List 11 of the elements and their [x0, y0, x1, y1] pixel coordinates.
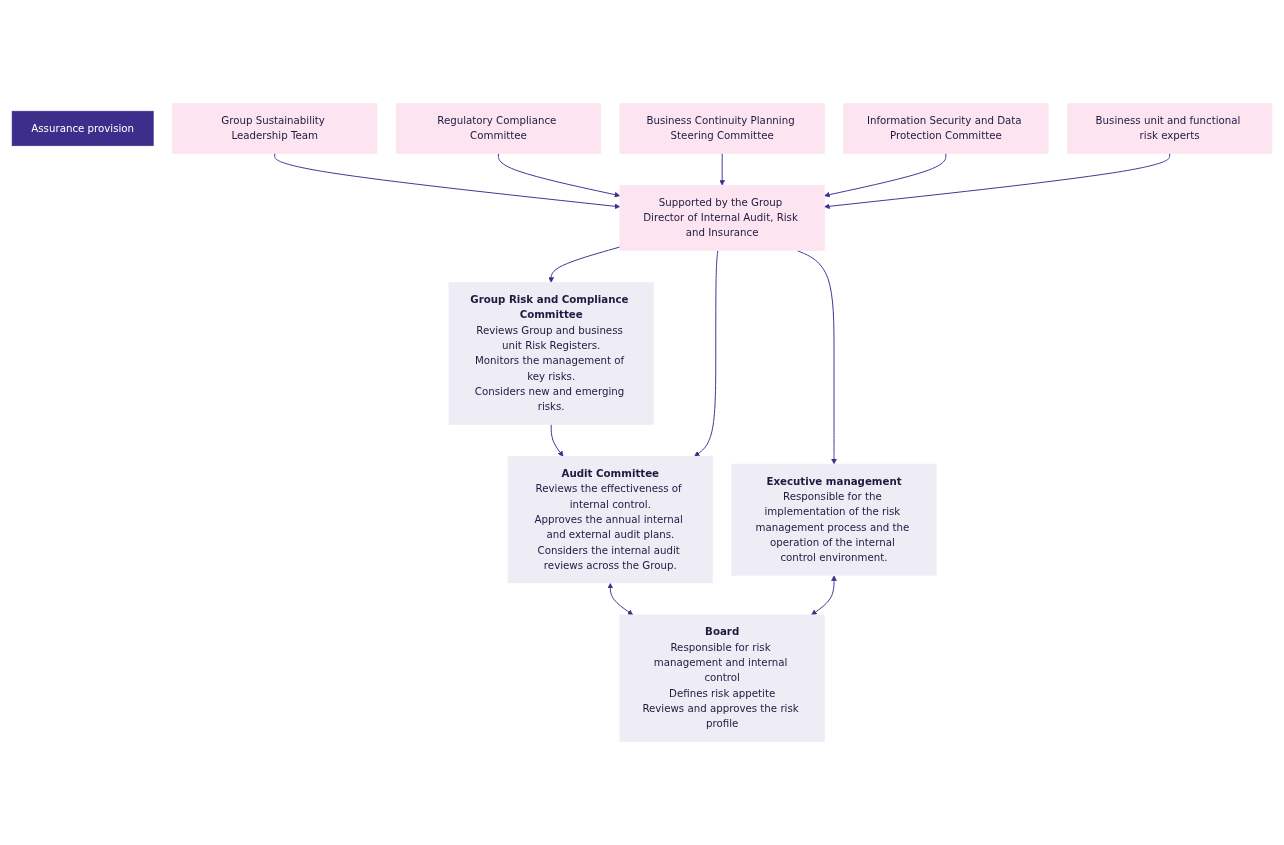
node-box: Group Sustainability Leadership Team: [172, 103, 378, 154]
node-box: Group Risk and Compliance Committee Reviews Group and business unit Risk Registers. Monitors the management of key risks. Considers new and emerging risks.: [448, 282, 654, 425]
node-box: Executive management Responsible for the implementation of the risk management process and the operation of the internal control environment.: [731, 463, 937, 576]
node-box: Information Security and Data Protection Committee: [843, 103, 1049, 154]
node-box: Audit Committee Reviews the effectiveness of internal control. Approves the annual internal and external audit plans. Considers the internal audit reviews across the Group.: [507, 456, 713, 584]
node-box: Board Responsible for risk management and internal control Defines risk appetite Reviews and approves the risk profile: [619, 614, 825, 742]
node-box: Assurance provision: [11, 110, 154, 147]
node-box: Supported by the Group Director of Internal Audit, Risk and Insurance: [619, 185, 825, 251]
node-box: Business Continuity Planning Steering Committee: [619, 103, 825, 154]
node-box: Regulatory Compliance Committee: [395, 103, 602, 154]
node-box: Business unit and functional risk experts: [1067, 103, 1273, 154]
